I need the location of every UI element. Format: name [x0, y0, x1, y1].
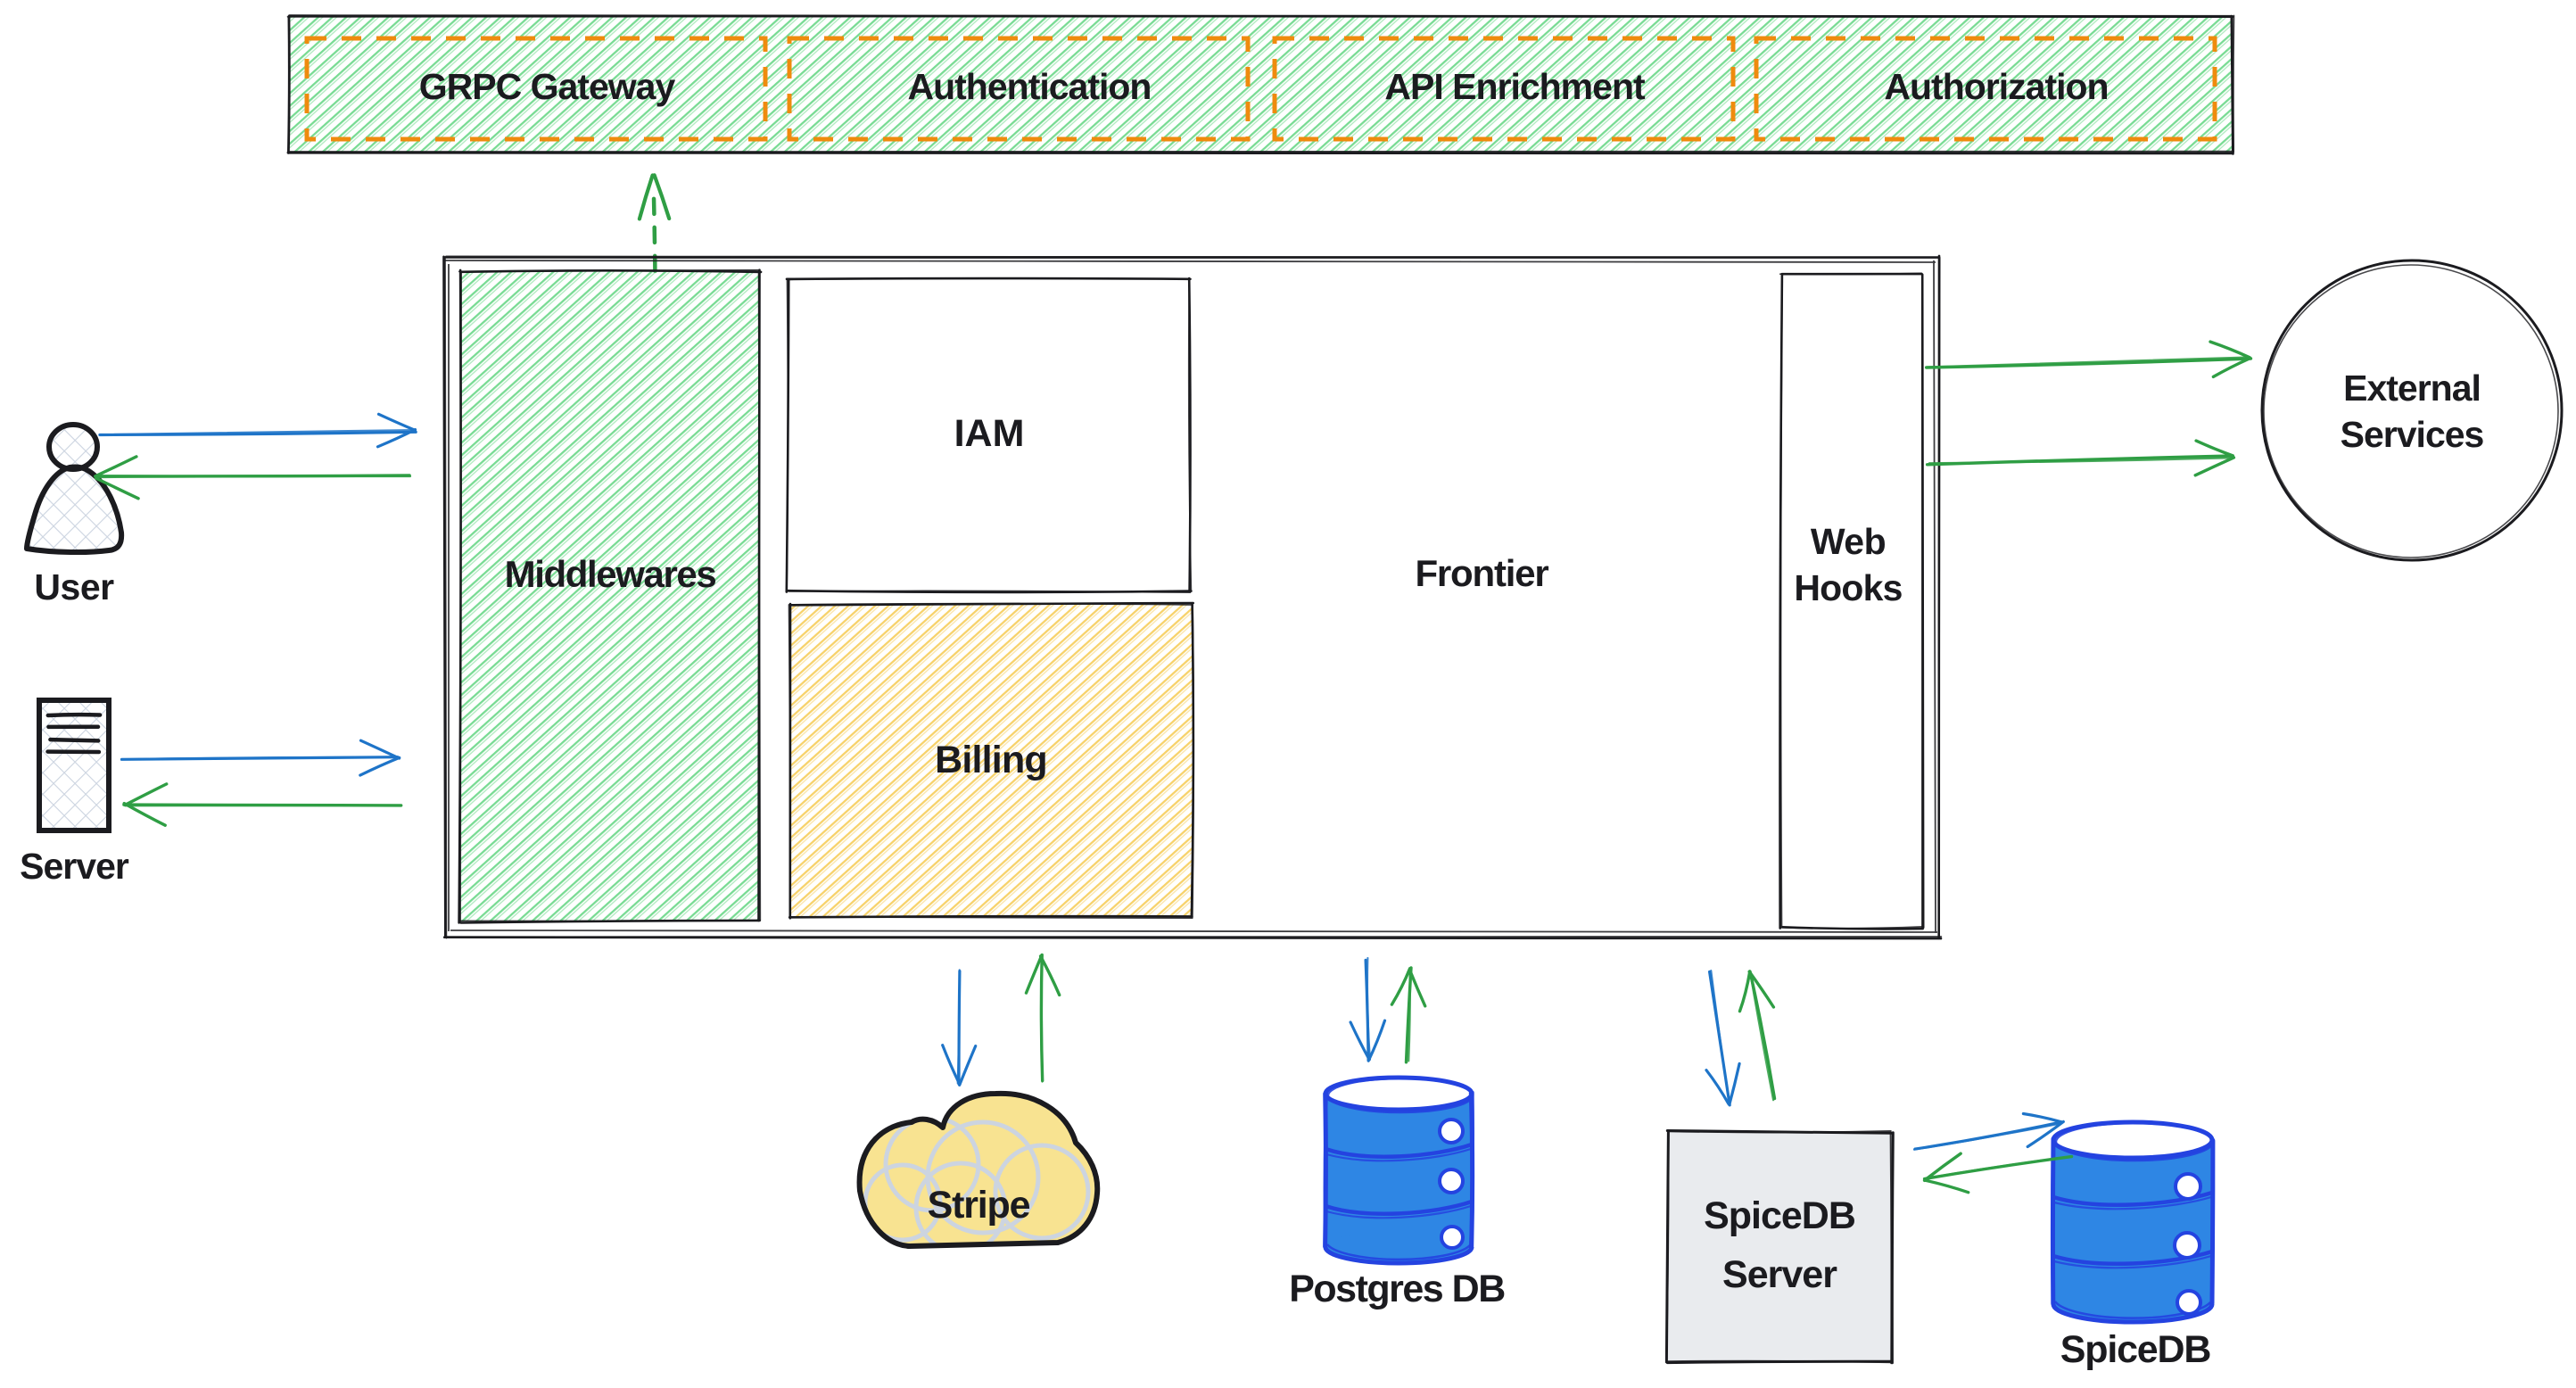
svg-text:GRPC Gateway: GRPC Gateway	[419, 66, 676, 107]
svg-text:SpiceDB: SpiceDB	[1704, 1194, 1855, 1237]
svg-text:Server: Server	[1722, 1253, 1837, 1296]
svg-text:Stripe: Stripe	[928, 1184, 1030, 1227]
svg-text:User: User	[34, 566, 114, 607]
svg-text:Web: Web	[1811, 521, 1886, 562]
svg-text:Postgres DB: Postgres DB	[1289, 1268, 1505, 1310]
svg-text:Authorization: Authorization	[1884, 66, 2108, 107]
svg-text:Billing: Billing	[935, 739, 1047, 781]
svg-text:Middlewares: Middlewares	[505, 553, 716, 595]
svg-text:Hooks: Hooks	[1794, 567, 1902, 608]
svg-text:IAM: IAM	[954, 412, 1025, 455]
svg-text:Authentication: Authentication	[908, 66, 1152, 107]
svg-text:Frontier: Frontier	[1415, 552, 1548, 594]
svg-text:Services: Services	[2341, 414, 2484, 455]
svg-text:API Enrichment: API Enrichment	[1384, 66, 1646, 107]
svg-text:SpiceDB: SpiceDB	[2060, 1328, 2211, 1371]
svg-text:External: External	[2343, 368, 2481, 409]
svg-text:Server: Server	[20, 846, 129, 887]
